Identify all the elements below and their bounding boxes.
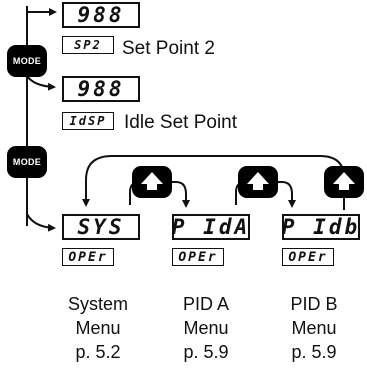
pidb-display: P Idb <box>282 214 360 240</box>
pida-code-value: OPEr <box>178 249 218 265</box>
setpoint-code-value: SP2 <box>74 38 102 52</box>
idle-display: 988 <box>62 76 140 102</box>
up-arrow-button-2[interactable] <box>238 166 278 198</box>
pidb-caption: PID B Menu p. 5.9 <box>274 292 354 364</box>
setpoint-code: SP2 <box>62 36 114 54</box>
sys-code: OPEr <box>62 248 114 266</box>
sys-display-value: SYS <box>77 215 125 239</box>
sys-caption: System Menu p. 5.2 <box>58 292 138 364</box>
arrow-to-idle-display <box>26 75 56 91</box>
pidb-display-value: P Idb <box>281 215 361 239</box>
idle-display-value: 988 <box>77 77 125 101</box>
pida-display: P IdA <box>172 214 250 240</box>
pida-caption-menu: Menu <box>183 318 229 338</box>
sys-display: SYS <box>62 214 140 240</box>
setpoint-display-value: 988 <box>77 3 125 27</box>
mode-button-label: MODE <box>12 56 42 66</box>
pida-caption-title: PID A <box>182 294 230 314</box>
pida-caption-page: p. 5.9 <box>183 342 229 362</box>
return-loop-arrow <box>82 155 345 207</box>
arrow-to-sys-display <box>26 213 56 232</box>
up-arrow-button-1[interactable] <box>132 166 172 198</box>
idle-code-value: IdSP <box>69 114 107 128</box>
sys-caption-menu: Menu <box>75 318 121 338</box>
pidb-caption-page: p. 5.9 <box>291 342 337 362</box>
up-arrow-icon <box>247 172 269 190</box>
mode-button-label: MODE <box>12 157 42 167</box>
mode-button-2[interactable]: MODE <box>7 146 47 178</box>
up-arrow-button-3[interactable] <box>324 166 364 198</box>
sys-caption-page: p. 5.2 <box>75 342 121 362</box>
up-arrow-icon <box>333 172 355 190</box>
pidb-caption-title: PID B <box>290 294 338 314</box>
pidb-caption-menu: Menu <box>291 318 337 338</box>
pida-display-value: P IdA <box>171 215 251 239</box>
setpoint-display: 988 <box>62 2 140 28</box>
idle-label: Idle Set Point <box>124 112 238 133</box>
setpoint-label: Set Point 2 <box>122 38 215 59</box>
pida-caption: PID A Menu p. 5.9 <box>166 292 246 364</box>
sys-code-value: OPEr <box>68 249 108 265</box>
sys-caption-title: System <box>67 294 128 314</box>
pida-code: OPEr <box>172 248 224 266</box>
idle-code: IdSP <box>62 112 114 130</box>
mode-button-1[interactable]: MODE <box>7 45 47 77</box>
pidb-code: OPEr <box>282 248 334 266</box>
up-arrow-icon <box>141 172 163 190</box>
pidb-code-value: OPEr <box>288 249 328 265</box>
